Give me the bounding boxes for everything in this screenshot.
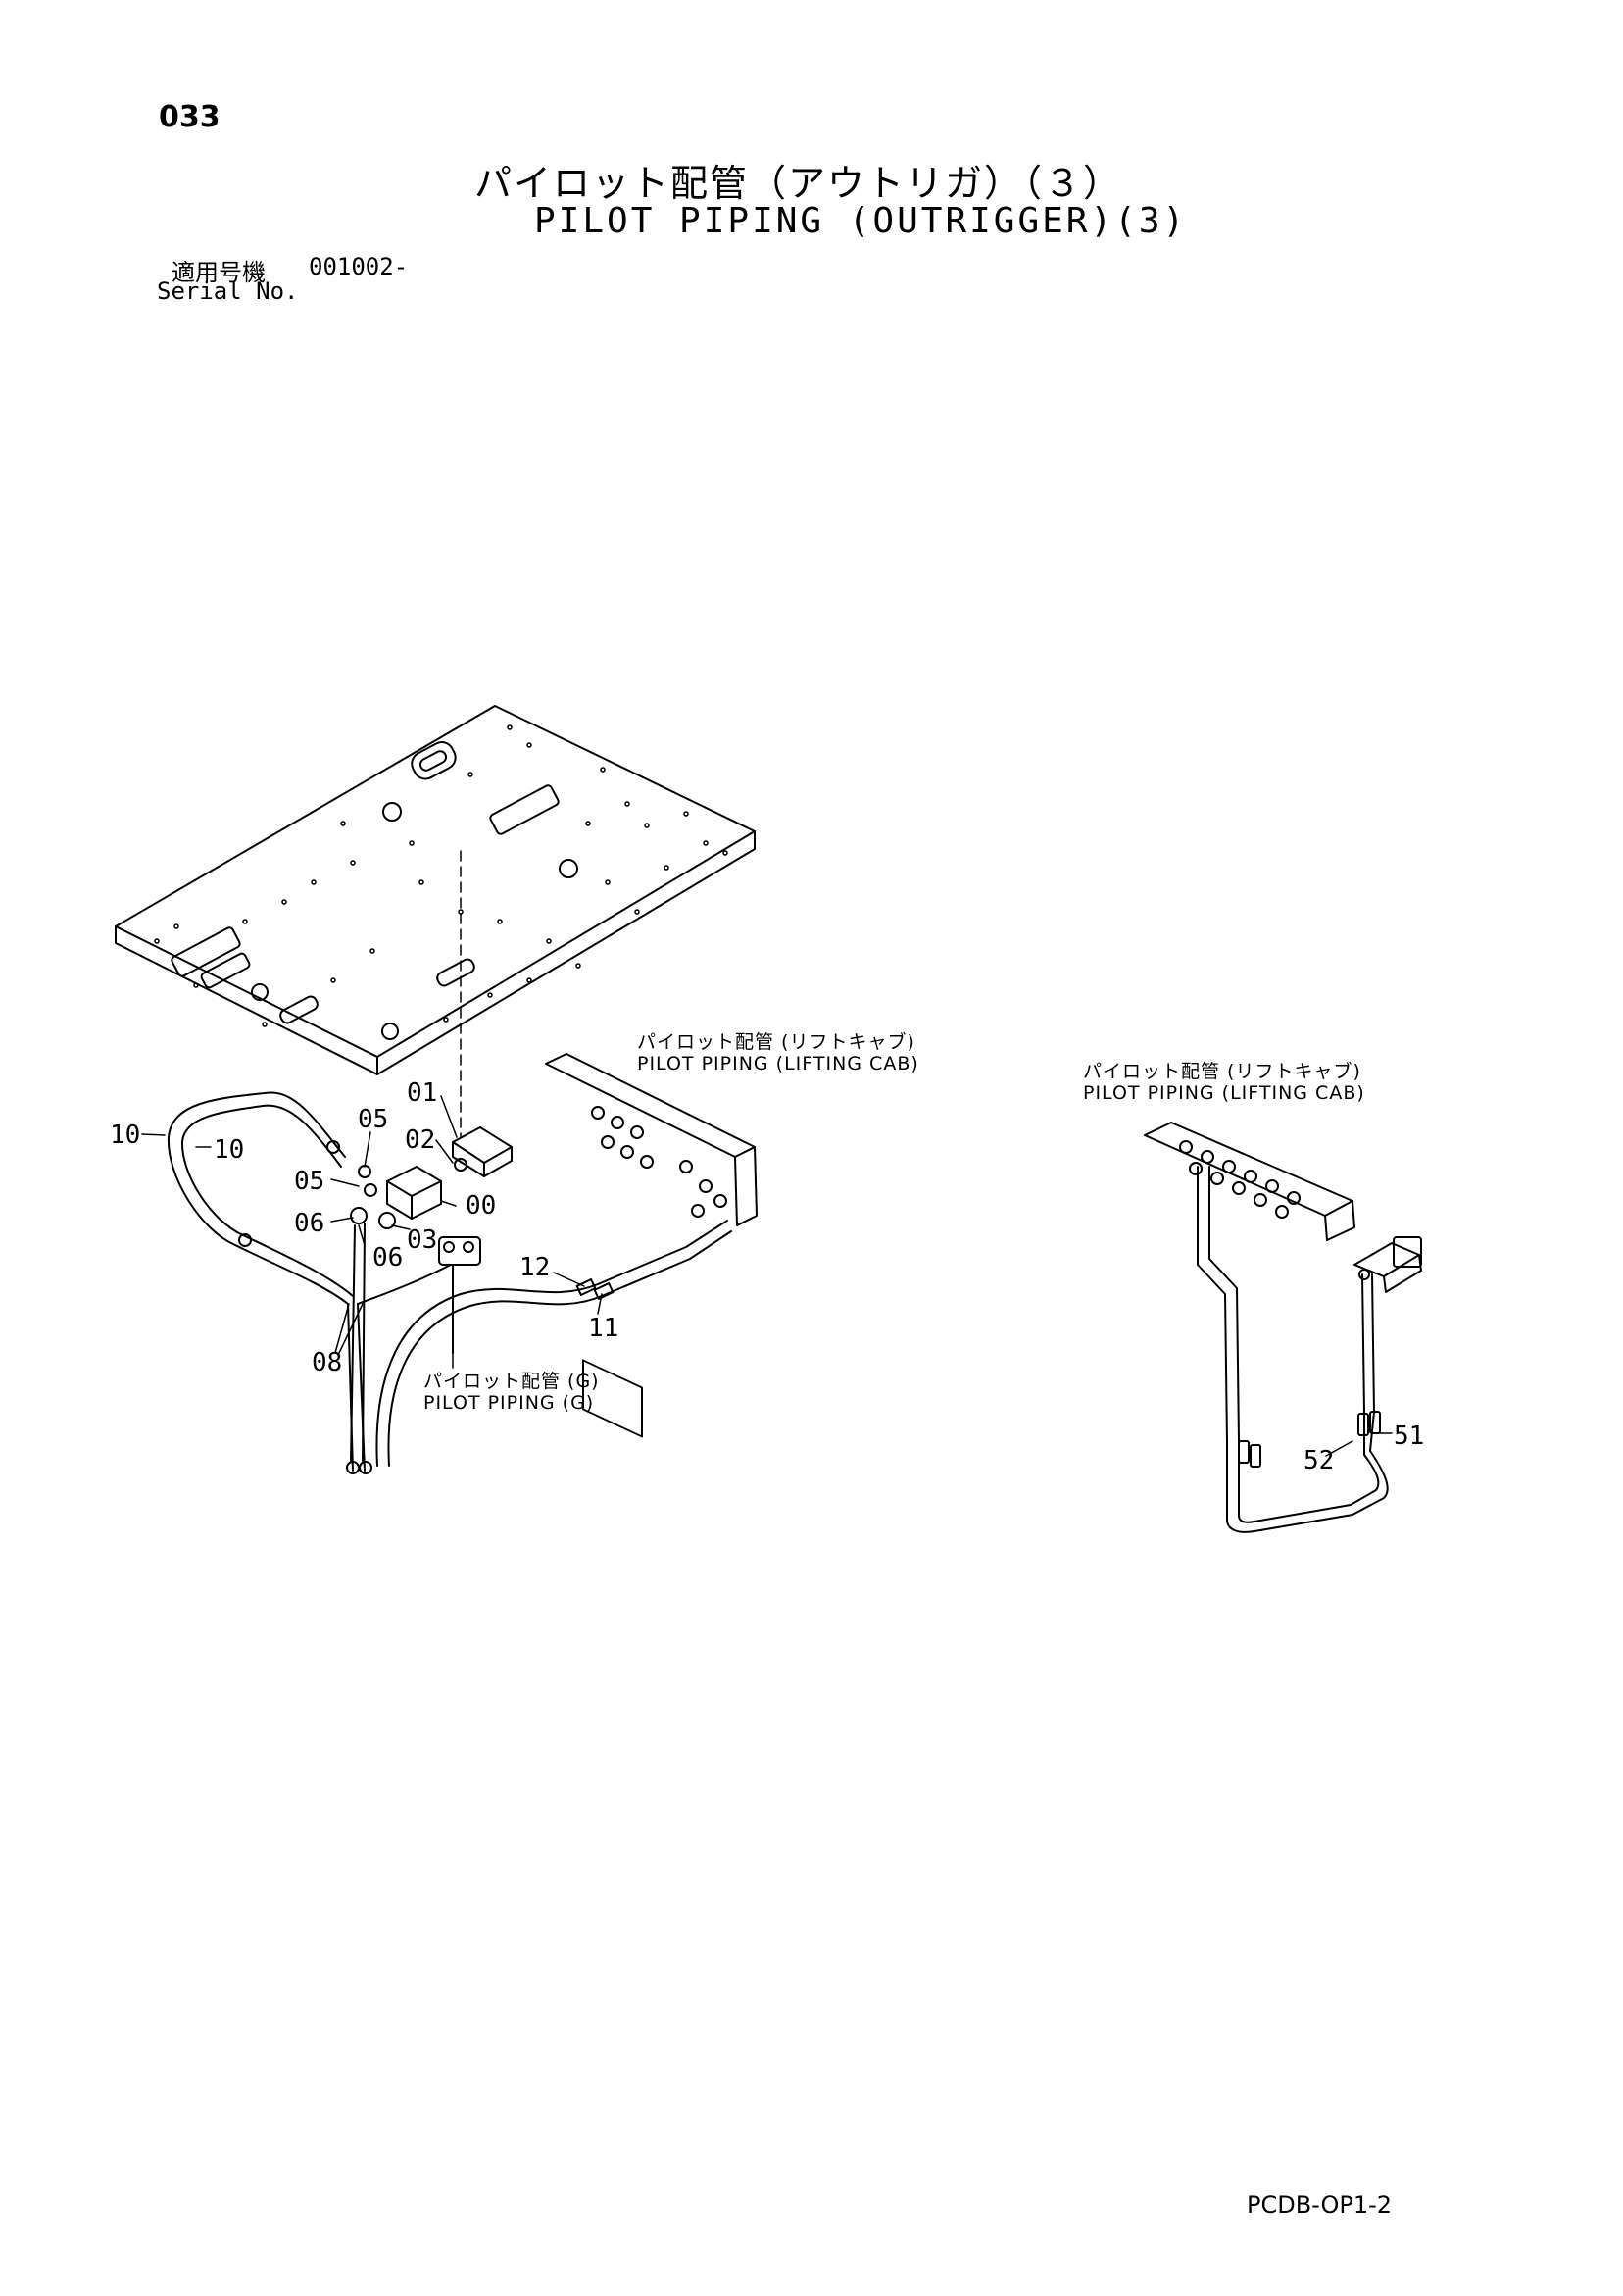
control-valve-left (545, 1053, 758, 1438)
part-label-51: 51 (1394, 1422, 1425, 1451)
ref-pilot-g-en: PILOT PIPING (G) (423, 1392, 595, 1414)
part-label-02: 02 (405, 1125, 436, 1155)
plate-holes (154, 724, 728, 1027)
serial-value: 001002- (309, 253, 409, 280)
part-label-12: 12 (519, 1253, 551, 1282)
part-label-05a: 05 (358, 1105, 389, 1134)
page-title-en: PILOT PIPING (OUTRIGGER)(3) (534, 201, 1188, 241)
ref-pilot-g: パイロット配管 (G) PILOT PIPING (G) (423, 1371, 600, 1414)
ref-lifting-cab-left: パイロット配管 (リフトキャブ) PILOT PIPING (LIFTING C… (637, 1031, 919, 1074)
ref-lifting-cab-right-jp: パイロット配管 (リフトキャブ) (1083, 1061, 1361, 1082)
serial-label-en: Serial No. (157, 277, 299, 305)
pipes-11-12 (375, 1220, 732, 1467)
serial-label-jp: 適用号機 (172, 259, 266, 286)
pilot-g-valve (438, 1236, 481, 1354)
part-label-10a: 10 (110, 1121, 141, 1150)
floor-plate (115, 705, 756, 1075)
document-code: PCDB-OP1-2 (1247, 2191, 1393, 2219)
pipes-51-52 (1197, 1166, 1389, 1533)
part-label-11: 11 (588, 1314, 619, 1343)
bracket (452, 1126, 513, 1177)
part-label-03: 03 (407, 1225, 438, 1255)
page-title-jp: パイロット配管（アウトリガ）（３） (474, 162, 1123, 205)
part-label-52: 52 (1303, 1446, 1335, 1475)
part-label-06b: 06 (372, 1243, 404, 1273)
hose-10 (167, 1091, 354, 1305)
part-label-01: 01 (407, 1078, 438, 1108)
part-label-06a: 06 (294, 1209, 325, 1238)
part-label-08: 08 (312, 1348, 343, 1377)
ref-lifting-cab-left-jp: パイロット配管 (リフトキャブ) (637, 1031, 915, 1053)
ref-lifting-cab-left-en: PILOT PIPING (LIFTING CAB) (637, 1053, 919, 1074)
ref-lifting-cab-right-en: PILOT PIPING (LIFTING CAB) (1083, 1082, 1365, 1104)
part-label-00: 00 (466, 1191, 497, 1221)
ref-pilot-g-jp: パイロット配管 (G) (423, 1371, 600, 1392)
valve-block (350, 1165, 442, 1229)
leader-lines (141, 1095, 1393, 1457)
control-valve-right (1144, 1122, 1355, 1241)
swing-valve-right (1353, 1236, 1422, 1293)
ref-lifting-cab-right: パイロット配管 (リフトキャブ) PILOT PIPING (LIFTING C… (1083, 1061, 1365, 1104)
part-label-10b: 10 (214, 1135, 245, 1165)
part-label-05b: 05 (294, 1167, 325, 1196)
page-number: 033 (159, 100, 221, 134)
